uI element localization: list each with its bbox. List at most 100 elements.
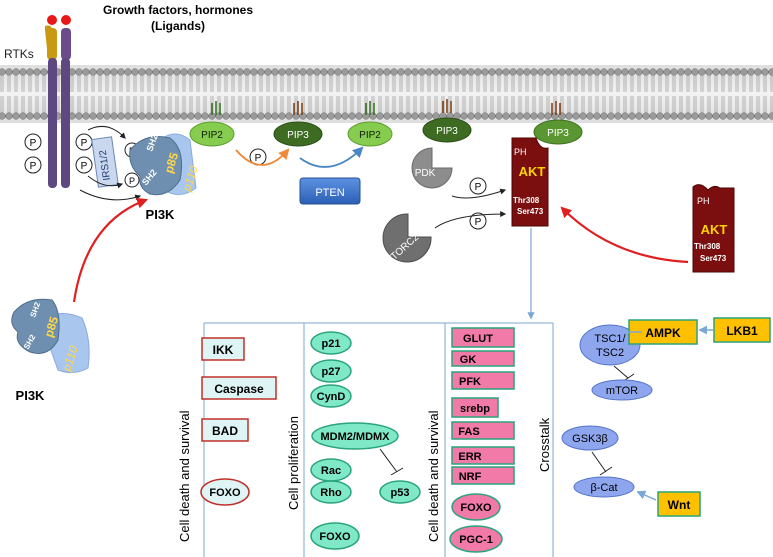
svg-text:Wnt: Wnt: [668, 498, 691, 512]
lipid-tail: [231, 96, 235, 113]
lipid-head: [572, 112, 580, 120]
lipid-tail: [665, 96, 669, 113]
lipid-head: [124, 112, 132, 120]
lipid-tail: [378, 96, 382, 113]
lipid-tail: [693, 75, 697, 92]
lipid-tail: [630, 75, 634, 92]
lipid-head: [740, 68, 748, 76]
lipid-tail: [728, 75, 732, 92]
svg-text:PIP3: PIP3: [547, 128, 569, 139]
lipid-tail: [763, 96, 767, 113]
lipid-head: [40, 112, 48, 120]
lipid-head: [733, 112, 741, 120]
lipid-tail: [672, 75, 676, 92]
lipid-head: [467, 112, 475, 120]
lipid-head: [26, 112, 34, 120]
target-pgc1: PGC-1: [449, 525, 503, 553]
lipid-tail: [91, 96, 95, 113]
lipid-head: [173, 68, 181, 76]
lipid-head: [691, 112, 699, 120]
lipid-head: [0, 112, 6, 120]
lipid-head: [523, 112, 531, 120]
target-foxo-prolif: FOXO: [310, 522, 360, 550]
lipid-tail: [133, 75, 137, 92]
lipid-tail: [434, 75, 438, 92]
lipid-head: [425, 112, 433, 120]
lipid-head: [341, 112, 349, 120]
lipid-head: [138, 68, 146, 76]
lipid-head: [453, 68, 461, 76]
lipid-tail: [245, 96, 249, 113]
svg-text:NRF: NRF: [459, 471, 482, 483]
svg-text:IKK: IKK: [213, 343, 234, 357]
lipid-head: [754, 112, 762, 120]
svg-text:GSK3β: GSK3β: [572, 433, 608, 445]
lipid-tail: [287, 96, 291, 113]
svg-text:β-Cat: β-Cat: [590, 482, 617, 494]
lipid-head: [460, 112, 468, 120]
lipid-tail: [245, 75, 249, 92]
lipid-tail: [742, 96, 746, 113]
lipid-head: [187, 68, 195, 76]
svg-text:PGC-1: PGC-1: [459, 534, 493, 546]
lipid-head: [334, 112, 342, 120]
lipid-tail: [336, 96, 340, 113]
svg-text:PH: PH: [697, 196, 710, 206]
lipid-tail: [28, 96, 32, 113]
svg-text:PTEN: PTEN: [315, 187, 344, 199]
svg-text:ERR: ERR: [458, 451, 481, 463]
pip2-lipid: PIP2: [189, 101, 235, 147]
lipid-head: [327, 68, 335, 76]
lipid-head: [229, 68, 237, 76]
lipid-head: [250, 68, 258, 76]
svg-text:BAD: BAD: [212, 424, 238, 438]
rtks-label: RTKs: [4, 47, 34, 61]
lipid-head: [390, 68, 398, 76]
lipid-head: [516, 68, 524, 76]
svg-text:P: P: [475, 217, 482, 228]
lipid-tail: [266, 96, 270, 113]
lipid-head: [320, 68, 328, 76]
svg-text:CynD: CynD: [317, 391, 346, 403]
lipid-tail: [280, 96, 284, 113]
lipid-head: [768, 112, 773, 120]
lipid-tail: [399, 96, 403, 113]
lipid-head: [586, 112, 594, 120]
lipid-head: [565, 68, 573, 76]
svg-text:Rac: Rac: [321, 465, 341, 477]
lipid-head: [768, 68, 773, 76]
lipid-tail: [0, 75, 4, 92]
lipid-tail: [714, 96, 718, 113]
lipid-tail: [637, 96, 641, 113]
lipid-head: [544, 112, 552, 120]
lipid-head: [194, 68, 202, 76]
lipid-tail: [301, 75, 305, 92]
lipid-head: [530, 68, 538, 76]
lipid-tail: [350, 75, 354, 92]
lipid-head: [509, 68, 517, 76]
lipid-head: [159, 112, 167, 120]
lipid-tail: [609, 96, 613, 113]
lipid-head: [313, 112, 321, 120]
lipid-tail: [749, 96, 753, 113]
lipid-head: [236, 68, 244, 76]
lipid-tail: [175, 75, 179, 92]
svg-text:GLUT: GLUT: [463, 333, 493, 345]
lipid-head: [446, 68, 454, 76]
svg-text:p53: p53: [391, 487, 410, 499]
lipid-head: [502, 112, 510, 120]
lipid-head: [712, 112, 720, 120]
lipid-head: [285, 68, 293, 76]
lipid-head: [495, 68, 503, 76]
svg-text:MDM2/MDMX: MDM2/MDMX: [320, 431, 390, 443]
lipid-head: [173, 112, 181, 120]
lipid-head: [138, 112, 146, 120]
target-mdm2: MDM2/MDMX: [311, 422, 399, 450]
lipid-head: [593, 112, 601, 120]
lipid-head: [110, 112, 118, 120]
lipid-head: [733, 68, 741, 76]
svg-text:P: P: [475, 182, 482, 193]
lipid-tail: [343, 96, 347, 113]
lipid-head: [264, 112, 272, 120]
lipid-tail: [140, 75, 144, 92]
